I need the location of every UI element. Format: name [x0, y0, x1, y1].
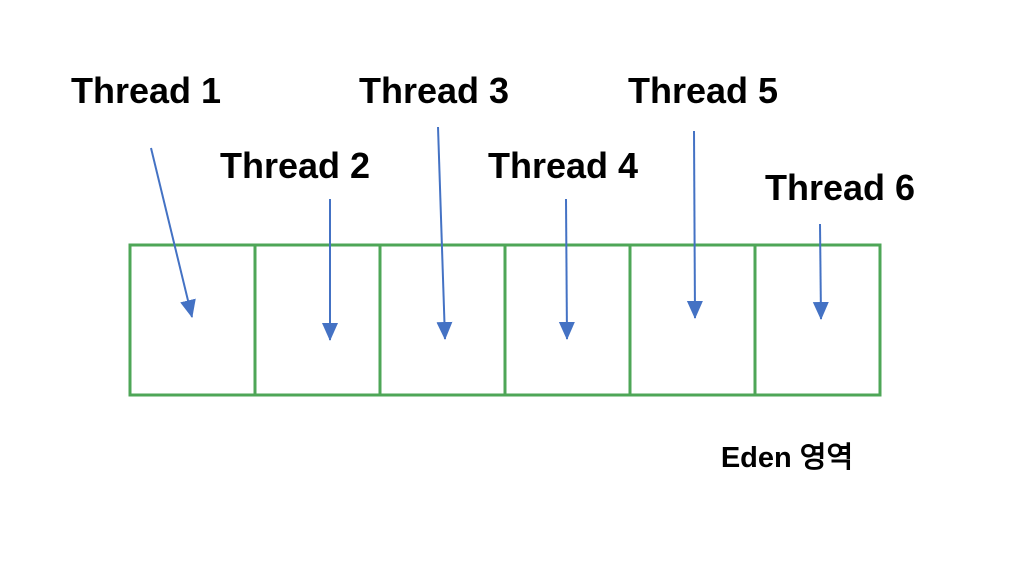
thread-3-arrow: [436, 126, 453, 340]
thread-5-label: Thread 5: [627, 70, 779, 111]
thread-4-label: Thread 4: [487, 145, 639, 186]
thread-1-arrow: [150, 147, 196, 318]
eden-region-box: [128, 243, 882, 397]
thread-6-arrow: [812, 223, 829, 320]
thread-4-arrow: [558, 198, 575, 340]
thread-5-arrow: [686, 130, 703, 319]
thread-arrows: [150, 126, 829, 341]
thread-2-label: Thread 2: [219, 145, 371, 186]
thread-6-label: Thread 6: [764, 167, 916, 208]
eden-region-label: Eden 영역: [720, 442, 854, 474]
thread-3-label: Thread 3: [358, 70, 510, 111]
thread-1-label: Thread 1: [70, 70, 222, 111]
